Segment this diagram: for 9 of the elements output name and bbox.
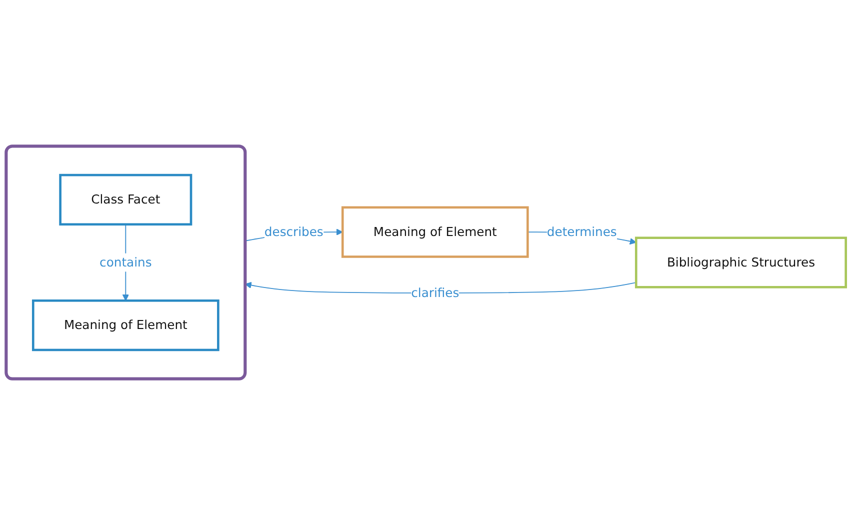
edge-label: determines [546, 224, 617, 239]
edge-label: describes [264, 224, 324, 239]
cluster [4, 144, 247, 380]
edge-label: clarifies [411, 285, 460, 300]
node-box: Meaning of Element [341, 206, 529, 258]
node-box: Class Facet [59, 174, 192, 226]
node-box: Bibliographic Structures [634, 236, 847, 288]
edge-label: contains [100, 254, 152, 270]
node-box: Meaning of Element [32, 299, 220, 352]
